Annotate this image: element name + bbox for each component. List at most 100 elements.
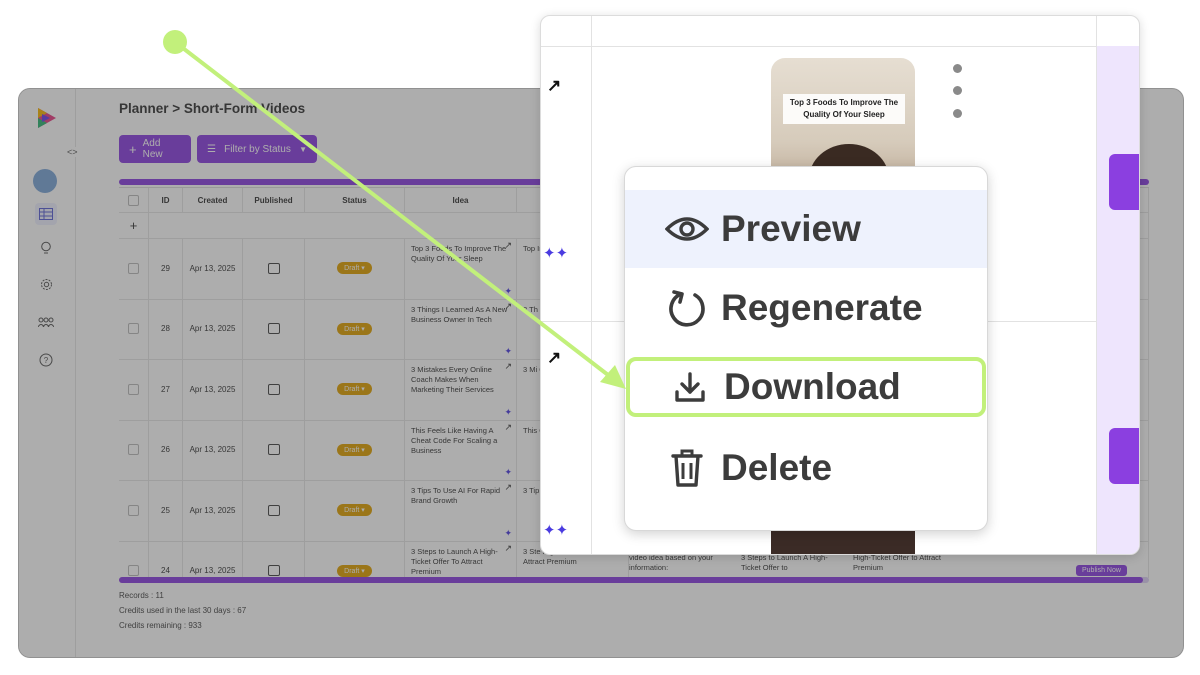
row-checkbox[interactable] xyxy=(128,565,139,577)
calendar-icon[interactable] xyxy=(267,444,280,456)
magic-wand-icon[interactable]: ✦ xyxy=(504,467,512,477)
col-header-rest xyxy=(517,188,1149,212)
col-header-status[interactable]: Status xyxy=(305,188,405,212)
row-published[interactable] xyxy=(243,359,305,420)
status-badge-label: Draft xyxy=(344,446,360,454)
row-checkbox-cell[interactable] xyxy=(119,480,149,541)
magic-wand-icon[interactable]: ✦ xyxy=(504,406,512,417)
menu-item-label: Download xyxy=(724,366,901,407)
add-row-empty xyxy=(149,212,1149,238)
expand-icon[interactable]: ↗ xyxy=(504,361,512,371)
expand-icon[interactable]: ↗ xyxy=(504,300,512,311)
magic-wand-icon[interactable]: ✦ xyxy=(504,527,512,538)
row-checkbox-cell[interactable] xyxy=(119,298,149,359)
action-tab[interactable] xyxy=(1109,154,1139,210)
publish-now-button[interactable]: Publish Now xyxy=(1076,565,1127,576)
row-created: Apr 13, 2025 xyxy=(183,238,243,299)
row-idea-text: 3 Things I Learned As A New Business Own… xyxy=(411,304,508,324)
breadcrumb: Planner > Short-Form Videos xyxy=(119,101,306,116)
eye-icon xyxy=(665,217,709,241)
magic-wand-icon[interactable]: ✦ xyxy=(504,346,512,356)
sidebar-item-ideas[interactable] xyxy=(35,237,57,259)
col-header-id[interactable]: ID xyxy=(149,188,183,212)
refresh-icon xyxy=(669,290,705,327)
menu-item-regenerate[interactable]: Regenerate xyxy=(625,269,987,347)
status-badge[interactable]: Draft ▾ xyxy=(337,443,372,456)
row-status[interactable]: Draft ▾ xyxy=(305,238,405,299)
status-badge-label: Draft xyxy=(344,265,360,273)
filter-by-status-dropdown[interactable]: ☰ Filter by Status ▼ xyxy=(197,135,317,163)
row-checkbox[interactable] xyxy=(128,262,139,274)
row-checkbox[interactable] xyxy=(128,383,139,395)
row-checkbox[interactable] xyxy=(128,504,139,516)
row-checkbox[interactable] xyxy=(128,444,139,456)
sidebar-item-help[interactable]: ? xyxy=(35,349,57,371)
select-all-checkbox[interactable] xyxy=(128,194,139,206)
magic-wand-icon[interactable]: ✦ xyxy=(504,285,512,296)
row-status[interactable]: Draft ▾ xyxy=(305,540,405,578)
bottom-scrollbar-thumb[interactable] xyxy=(119,577,1143,583)
row-idea[interactable]: 3 Tips To Use AI For Rapid Brand Growth↗… xyxy=(405,480,517,541)
menu-item-preview[interactable]: Preview xyxy=(625,190,987,268)
status-badge[interactable]: Draft ▾ xyxy=(337,383,372,396)
col-header-idea[interactable]: Idea xyxy=(405,188,517,212)
calendar-icon[interactable] xyxy=(267,565,280,577)
expand-arrow-icon[interactable]: ↗ xyxy=(547,76,562,95)
row-idea[interactable]: This Feels Like Having A Cheat Code For … xyxy=(405,419,517,480)
status-badge[interactable]: Draft ▾ xyxy=(337,504,372,517)
row-rest xyxy=(629,298,1149,359)
sparkle-icon[interactable]: ✦✦ xyxy=(543,245,569,262)
calendar-icon[interactable] xyxy=(267,323,280,335)
menu-item-delete[interactable]: Delete xyxy=(625,429,987,507)
row-idea-text: Top 3 Foods To Improve The Quality Of Yo… xyxy=(411,244,507,263)
expand-arrow-icon[interactable]: ↗ xyxy=(547,348,562,367)
row-status[interactable]: Draft ▾ xyxy=(305,359,405,420)
row-checkbox[interactable] xyxy=(128,323,139,335)
row-idea[interactable]: 3 Things I Learned As A New Business Own… xyxy=(405,298,517,359)
select-all-cell[interactable] xyxy=(119,188,149,212)
status-badge[interactable]: Draft ▾ xyxy=(337,564,372,577)
row-checkbox-cell[interactable] xyxy=(119,419,149,480)
col-header-created[interactable]: Created xyxy=(183,188,243,212)
credits-remaining: Credits remaining : 933 xyxy=(119,621,202,630)
row-published[interactable] xyxy=(243,419,305,480)
row-checkbox-cell[interactable] xyxy=(119,238,149,299)
thumbnail-title: Top 3 Foods To Improve The Quality Of Yo… xyxy=(783,94,905,124)
status-badge[interactable]: Draft ▾ xyxy=(337,262,372,275)
expand-icon[interactable]: ↗ xyxy=(504,421,512,432)
row-status[interactable]: Draft ▾ xyxy=(305,419,405,480)
row-published[interactable] xyxy=(243,298,305,359)
row-checkbox-cell[interactable] xyxy=(119,540,149,578)
expand-icon[interactable]: ↗ xyxy=(504,542,512,553)
row-idea[interactable]: 3 Steps to Launch A High-Ticket Offer To… xyxy=(405,540,517,578)
collapse-sidebar-toggle[interactable]: <> xyxy=(67,147,78,157)
sidebar-item-team[interactable] xyxy=(35,311,57,333)
add-new-button[interactable]: + Add New xyxy=(119,135,191,163)
action-tab[interactable] xyxy=(1109,428,1139,484)
row-published[interactable] xyxy=(243,238,305,299)
calendar-icon[interactable] xyxy=(267,504,280,516)
col-header-published[interactable]: Published xyxy=(243,188,305,212)
menu-item-label: Delete xyxy=(721,447,833,488)
row-status[interactable]: Draft ▾ xyxy=(305,480,405,541)
expand-icon[interactable]: ↗ xyxy=(504,482,512,492)
row-idea[interactable]: Top 3 Foods To Improve The Quality Of Yo… xyxy=(405,238,517,299)
sidebar-item-planner[interactable] xyxy=(35,203,57,225)
calendar-icon[interactable] xyxy=(267,383,280,395)
user-avatar[interactable] xyxy=(33,169,57,193)
row-idea[interactable]: 3 Mistakes Every Online Coach Makes When… xyxy=(405,359,517,420)
row-published[interactable] xyxy=(243,480,305,541)
row-published[interactable] xyxy=(243,540,305,578)
download-icon xyxy=(675,372,705,402)
row-status[interactable]: Draft ▾ xyxy=(305,298,405,359)
expand-icon[interactable]: ↗ xyxy=(504,240,512,250)
status-badge-label: Draft xyxy=(344,507,360,515)
add-row-button[interactable]: + xyxy=(119,212,149,238)
menu-item-download[interactable]: Download xyxy=(626,357,986,417)
calendar-icon[interactable] xyxy=(267,262,280,274)
sparkle-icon[interactable]: ✦✦ xyxy=(543,522,569,539)
status-badge[interactable]: Draft ▾ xyxy=(337,322,372,335)
kebab-dot xyxy=(953,64,962,73)
row-checkbox-cell[interactable] xyxy=(119,359,149,420)
sidebar-item-settings[interactable] xyxy=(35,273,57,295)
